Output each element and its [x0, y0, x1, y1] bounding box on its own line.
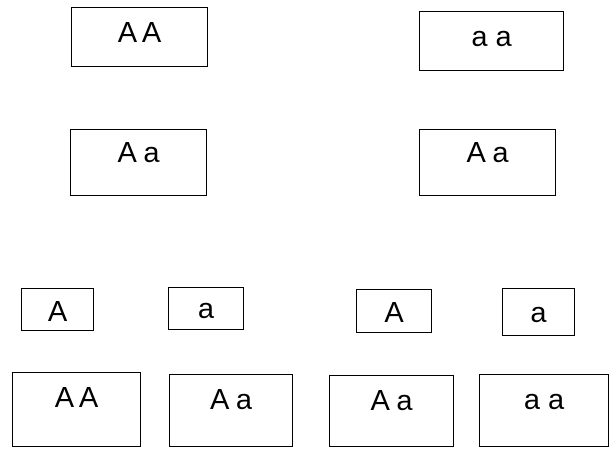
- f2-box-AA: A A: [12, 372, 141, 447]
- gamete-box-a-left: a: [168, 287, 244, 330]
- parent-genotype-label: A A: [117, 17, 162, 49]
- gamete-allele-label: a: [197, 293, 215, 325]
- gamete-box-A-left: A: [21, 288, 94, 331]
- gamete-box-A-right: A: [356, 289, 432, 333]
- f2-genotype-label: a a: [523, 384, 565, 416]
- parent-genotype-label: a a: [471, 21, 512, 53]
- f1-box-left: A a: [70, 129, 207, 196]
- f1-box-right: A a: [419, 129, 556, 196]
- parent-box-AA: A A: [71, 7, 208, 67]
- f2-genotype-label: A A: [54, 382, 99, 414]
- f1-genotype-label: A a: [466, 137, 509, 169]
- f2-genotype-label: A a: [370, 385, 413, 417]
- gamete-allele-label: A: [47, 296, 68, 328]
- f2-box-aa: a a: [479, 374, 609, 447]
- f2-box-Aa-right: A a: [329, 375, 454, 447]
- f2-genotype-label: A a: [210, 384, 252, 416]
- gamete-allele-label: a: [530, 297, 547, 329]
- f2-box-Aa-left: A a: [169, 374, 293, 447]
- parent-box-aa: a a: [419, 11, 564, 71]
- gamete-box-a-right: a: [502, 288, 575, 336]
- f1-genotype-label: A a: [117, 137, 160, 169]
- gamete-allele-label: A: [384, 297, 404, 329]
